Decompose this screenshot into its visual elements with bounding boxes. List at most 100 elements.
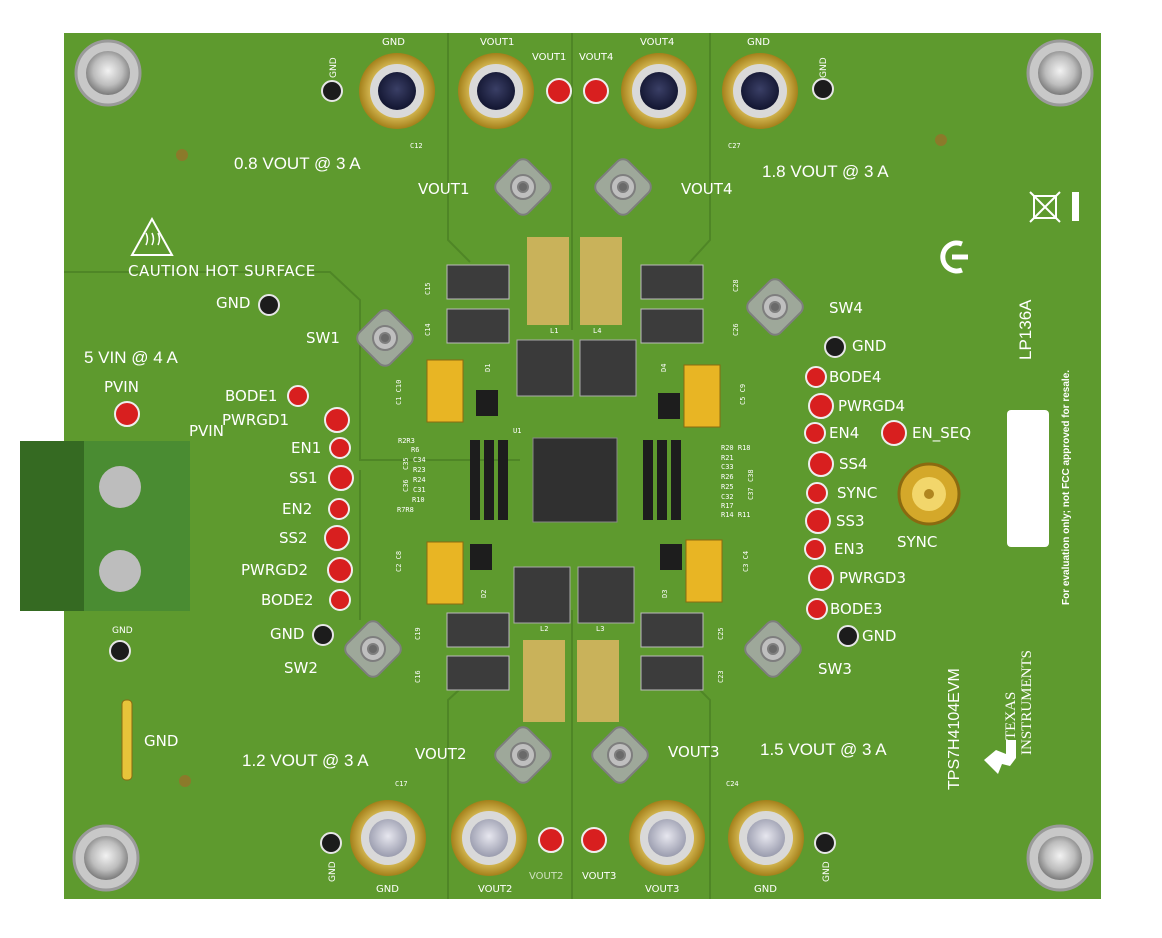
tp-en4-label: EN4 <box>829 424 860 442</box>
pvin-label-2: PVIN <box>189 422 224 440</box>
refdes-r25: R25 <box>721 483 734 491</box>
refdes-d1: D1 <box>484 363 492 372</box>
output-capacitors <box>446 264 704 691</box>
refdes-c24: C24 <box>726 780 739 788</box>
board-name-label: TPS7H4104EVM <box>946 668 963 790</box>
refdes-c32: C32 <box>721 493 734 501</box>
refdes-bulk-3: C2 C8 <box>395 550 403 572</box>
gnd-label-8: GND <box>819 57 829 78</box>
gnd-label-5: GND <box>144 732 179 750</box>
refdes-c36: C36 <box>402 479 410 492</box>
black-test-points <box>109 78 859 854</box>
label-sticker <box>1007 410 1049 547</box>
gnd-label-3: GND <box>270 625 305 643</box>
tp-en1-label: EN1 <box>291 439 322 457</box>
probe-vout4-label: VOUT4 <box>681 180 733 198</box>
bottom-jack-label-3: VOUT3 <box>645 884 680 895</box>
refdes-bulk-2: C5 C9 <box>739 383 747 405</box>
tp-pwrgd2-label: PWRGD2 <box>241 561 309 579</box>
copper-pads <box>523 237 622 722</box>
refdes-c34: C34 <box>413 456 426 464</box>
tp-pwrgd4-label: PWRGD4 <box>838 397 906 415</box>
tp-bode4-label: BODE4 <box>829 368 882 386</box>
gnd-label-6: GND <box>112 626 133 636</box>
gnd-label-1: GND <box>216 294 251 312</box>
gnd-label-4: GND <box>862 627 897 645</box>
mounting-screws <box>72 39 1094 892</box>
bottom-jack-label-1: GND <box>376 884 399 895</box>
refdes-u1: U1 <box>513 427 522 435</box>
weee-bin-icon <box>1029 191 1079 223</box>
sma-sync-label: SYNC <box>897 533 938 551</box>
refdes-c26: C26 <box>732 323 740 336</box>
tp-en2-label: EN2 <box>282 500 313 518</box>
refdes-r10: R10 <box>412 496 425 504</box>
vout2-rail-label: 1.2 VOUT @ 3 A <box>242 751 369 770</box>
tp-pwrgd3-label: PWRGD3 <box>839 569 907 587</box>
refdes-d4: D4 <box>660 363 668 372</box>
disclaimer-label: For evaluation only; not FCC approved fo… <box>1061 369 1072 605</box>
brand-line1-label: TEXAS <box>1003 691 1019 740</box>
caution-label: CAUTION HOT SURFACE <box>128 262 316 280</box>
vout4-rail-label: 1.8 VOUT @ 3 A <box>762 162 889 181</box>
refdes-c35: C35 <box>402 457 410 470</box>
refdes-l1: L1 <box>550 327 559 335</box>
refdes-c23: C23 <box>717 670 725 683</box>
refdes-c16: C16 <box>414 670 422 683</box>
ti-logo-icon <box>984 740 1016 774</box>
tp-bode3-label: BODE3 <box>830 600 883 618</box>
refdes-c27: C27 <box>728 142 741 150</box>
refdes-c15: C15 <box>424 282 432 295</box>
refdes-r24: R24 <box>413 476 426 484</box>
top-jack-label-3: VOUT4 <box>640 37 675 48</box>
bottom-jack-label-2: VOUT2 <box>478 884 513 895</box>
gnd-label-9: GND <box>328 861 338 882</box>
top-jack-label-2: VOUT1 <box>480 37 515 48</box>
red-test-points <box>114 78 907 853</box>
refdes-l3: L3 <box>596 625 605 633</box>
sma-connector <box>897 462 961 526</box>
tp-pwrgd1-label: PWRGD1 <box>222 411 290 429</box>
refdes-c19: C19 <box>414 627 422 640</box>
vias <box>176 134 947 787</box>
refdes-c33: C33 <box>721 463 734 471</box>
top-banana-jacks <box>359 53 798 129</box>
sw2-label: SW2 <box>284 659 318 677</box>
probe-vout3-label: VOUT3 <box>668 743 720 761</box>
refdes-r14r11: R14 R11 <box>721 511 751 519</box>
terminal-block <box>20 441 190 611</box>
refdes-r7r8: R7R8 <box>397 506 414 514</box>
refdes-r21: R21 <box>721 454 734 462</box>
bottom-banana-jacks <box>350 800 804 876</box>
refdes-r23: R23 <box>413 466 426 474</box>
refdes-c38: C38 <box>747 469 755 482</box>
refdes-c37: C37 <box>747 487 755 500</box>
top-small-vout1: VOUT1 <box>532 52 567 63</box>
top-jack-label-4: GND <box>747 37 770 48</box>
inductors <box>513 339 637 624</box>
top-jack-label-1: GND <box>382 37 405 48</box>
board-revision-label: LP136A <box>1016 299 1035 361</box>
main-ic <box>532 437 618 523</box>
vout1-rail-label: 0.8 VOUT @ 3 A <box>234 154 361 173</box>
sw1-label: SW1 <box>306 329 340 347</box>
vout3-rail-label: 1.5 VOUT @ 3 A <box>760 740 887 759</box>
gnd-label-2: GND <box>852 337 887 355</box>
refdes-d3: D3 <box>661 589 669 598</box>
gnd-label-10: GND <box>822 861 832 882</box>
refdes-c25: C25 <box>717 627 725 640</box>
tp-ss4-label: SS4 <box>839 455 868 473</box>
tp-sync-label: SYNC <box>837 484 878 502</box>
probe-vout2-label: VOUT2 <box>415 745 467 763</box>
vin-rail-label: 5 VIN @ 4 A <box>84 348 178 367</box>
tp-bode2-label: BODE2 <box>261 591 314 609</box>
refdes-bulk-4: C3 C4 <box>742 550 750 572</box>
top-small-vout4: VOUT4 <box>579 52 614 63</box>
sw3-label: SW3 <box>818 660 852 678</box>
tp-en3-label: EN3 <box>834 540 865 558</box>
caution-triangle-icon <box>130 216 174 256</box>
refdes-r6: R6 <box>411 446 420 454</box>
refdes-c31: C31 <box>413 486 426 494</box>
refdes-r26: R26 <box>721 473 734 481</box>
